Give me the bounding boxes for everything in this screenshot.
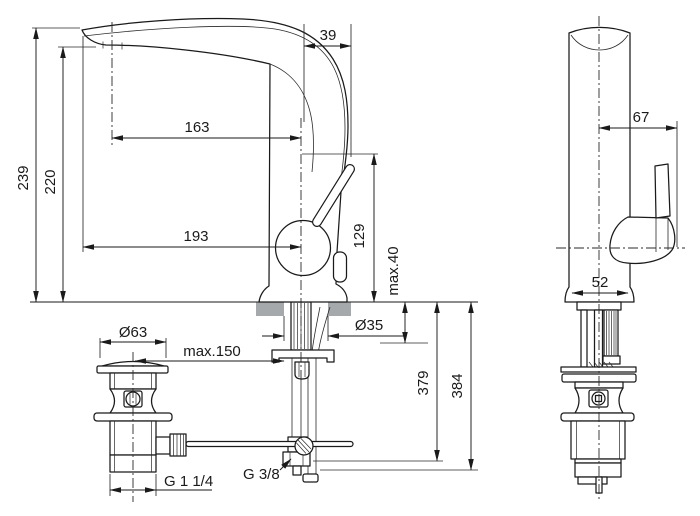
dim-hose-drop-384: 384 — [320, 301, 478, 471]
front-washer — [560, 366, 637, 373]
dim-handle-offset: 67 — [598, 109, 678, 247]
front-shank-nut — [602, 355, 621, 365]
dim-overall-height: 239 — [15, 27, 80, 303]
dim-tip-reach: 193 — [82, 36, 302, 252]
dim-rod-reach: max.150 — [134, 343, 285, 364]
front-waste — [560, 373, 637, 494]
front-handle-base — [609, 216, 676, 265]
front-handle-inner — [655, 218, 669, 252]
front-gasket-hatch — [588, 361, 614, 368]
dim-label-193: 193 — [183, 228, 208, 245]
swivel-joint — [294, 436, 314, 456]
waste-flange — [96, 365, 169, 374]
dim-label-220: 220 — [42, 169, 59, 194]
dim-label-129: 129 — [351, 223, 368, 248]
aerator-marks — [102, 41, 123, 50]
front-waste-body — [570, 420, 626, 460]
front-hose — [593, 309, 604, 368]
dim-label-39: 39 — [320, 27, 337, 44]
front-popup-rod — [580, 309, 588, 368]
front-waste-window — [588, 389, 609, 408]
dim-label-67: 67 — [633, 109, 650, 126]
dim-label-52: 52 — [592, 274, 609, 291]
dim-label-g114: G 1 1/4 — [164, 473, 213, 490]
body-side-cap — [332, 251, 348, 283]
front-spout-mouth — [570, 34, 629, 51]
dim-hose-drop-379: 379 — [313, 301, 443, 462]
dim-deck-thickness: max.40 — [380, 246, 428, 344]
spout-inner-wall — [83, 25, 346, 187]
dim-waste-flange-diameter: Ø63 — [99, 324, 167, 358]
rod-outlet — [155, 436, 171, 455]
rod-knurled-nut — [169, 433, 187, 457]
hose-a-tail — [292, 465, 302, 476]
hose-b-end-cap — [302, 473, 319, 483]
dim-body-height: 129 — [302, 153, 378, 303]
countertop-section-left — [256, 302, 284, 316]
front-handle-stick — [654, 163, 671, 219]
mounting-nut — [294, 361, 310, 380]
dim-label-dia35: Ø35 — [355, 317, 383, 334]
dim-tailpiece-thread: G 1 1/4 — [109, 473, 213, 496]
dim-label-dia63: Ø63 — [119, 324, 147, 341]
front-waste-lower-flange — [560, 412, 635, 422]
dim-spout-underside-height: 220 — [42, 46, 96, 303]
front-waste-bottom — [577, 476, 608, 485]
popup-waste-assembly — [93, 352, 187, 502]
dim-label-max40: max.40 — [385, 246, 402, 295]
countertop-section-right — [328, 302, 351, 316]
side-view — [81, 17, 355, 502]
dim-label-379: 379 — [415, 370, 432, 395]
dim-label-163: 163 — [184, 119, 209, 136]
dim-label-384: 384 — [449, 373, 466, 398]
dim-body-width: 52 — [571, 274, 629, 296]
popup-rod — [185, 440, 354, 448]
dim-aerator-reach: 163 — [111, 119, 302, 141]
handle-joint-sphere — [274, 219, 332, 277]
dim-label-239: 239 — [15, 165, 32, 190]
dimension-annotations: 239 220 163 193 39 129 — [15, 24, 678, 496]
dim-hole-diameter: Ø35 — [262, 316, 404, 341]
body-inner-bend — [269, 63, 314, 173]
dim-label-max150: max.150 — [183, 343, 241, 360]
front-waste-tailpiece — [574, 462, 622, 478]
dim-label-g38: G 3/8 — [243, 466, 280, 483]
front-threaded-shank — [603, 309, 619, 357]
mounting-plate — [271, 349, 335, 363]
front-view — [556, 16, 685, 500]
dim-bend-overhang: 39 — [303, 24, 352, 157]
handle-lever — [312, 164, 355, 227]
dim-hose-thread: G 3/8 — [243, 458, 292, 483]
